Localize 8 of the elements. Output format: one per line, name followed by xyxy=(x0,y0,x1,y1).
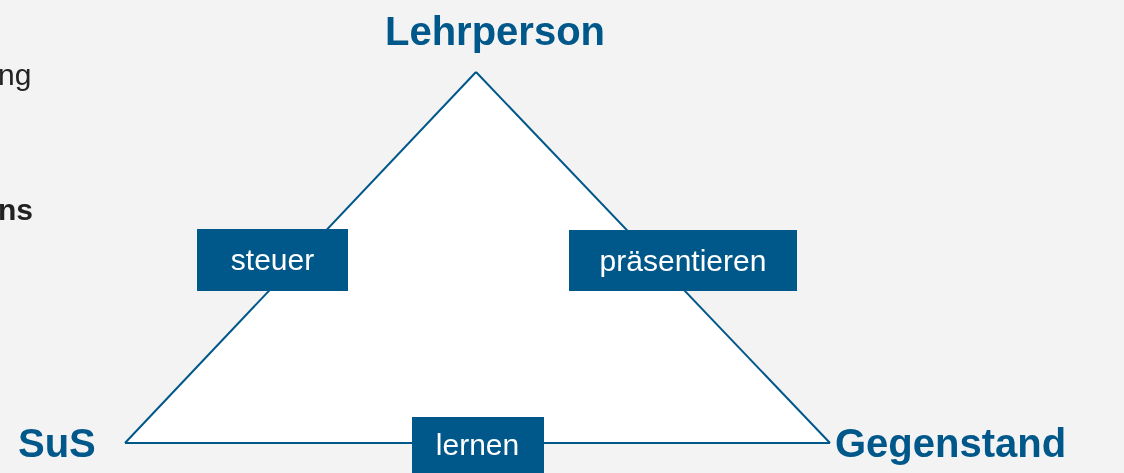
cut-off-text: ns xyxy=(0,193,33,227)
edge-label: lernen xyxy=(411,416,544,473)
vertex-label: Lehrperson xyxy=(365,8,625,70)
edge-label: präsentieren xyxy=(569,230,797,291)
edge-label: steuer xyxy=(197,228,348,291)
vertex-label: Gegenstand xyxy=(835,420,1117,468)
cut-off-text: ng xyxy=(0,58,32,92)
vertex-label: SuS xyxy=(18,420,118,468)
